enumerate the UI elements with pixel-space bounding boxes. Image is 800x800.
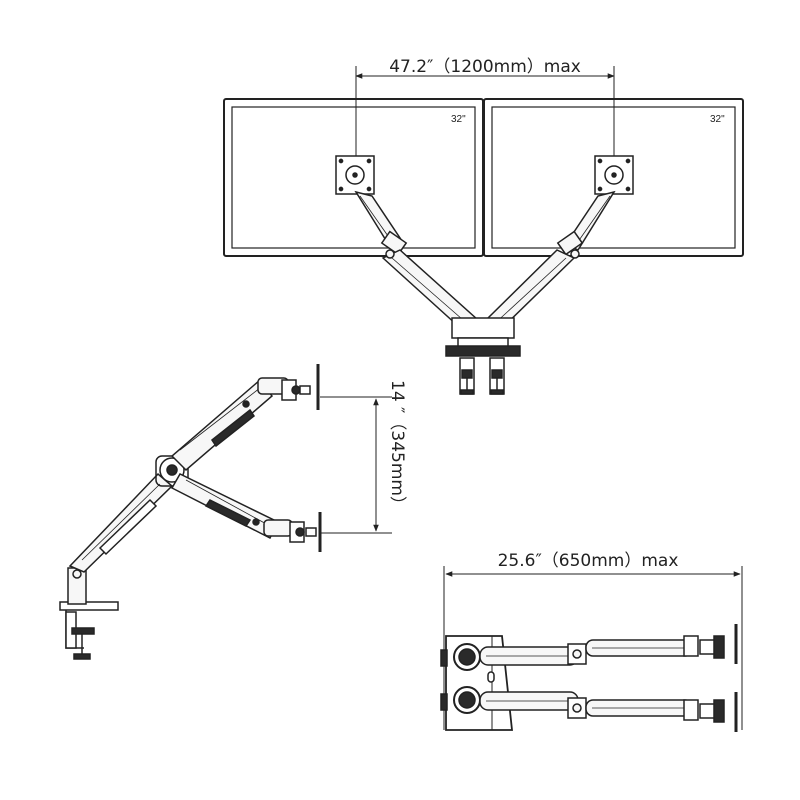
vesa-plate-right xyxy=(594,155,634,195)
monitor-right-size-label: 32" xyxy=(710,114,725,125)
height-label: 14 ″（345mm） xyxy=(387,380,407,513)
side-tilt-head-raised xyxy=(281,364,320,410)
side-upper-arm-lowered xyxy=(170,473,293,540)
side-tilt-head-lowered xyxy=(289,512,322,552)
monitor-left-size-label: 32" xyxy=(451,114,466,125)
front-post-base xyxy=(445,317,521,395)
side-clamp xyxy=(59,601,119,660)
reach-pivot-top xyxy=(453,643,481,671)
reach-view xyxy=(440,566,743,732)
reach-arm-top xyxy=(479,624,738,666)
side-view xyxy=(59,364,392,660)
front-arm-left xyxy=(354,190,479,337)
reach-label: 25.6″（650mm）max xyxy=(498,551,679,571)
side-upper-arm-raised xyxy=(170,377,289,472)
side-post xyxy=(67,567,87,605)
side-lower-arm xyxy=(68,472,174,573)
spacing-label: 47.2″（1200mm）max xyxy=(389,57,581,77)
front-view xyxy=(223,66,744,395)
monitor-right xyxy=(483,98,744,257)
vesa-plate-left xyxy=(335,155,375,195)
reach-pivot-bottom xyxy=(453,686,481,714)
reach-arm-bottom xyxy=(479,691,738,732)
front-arm-right xyxy=(485,190,616,337)
